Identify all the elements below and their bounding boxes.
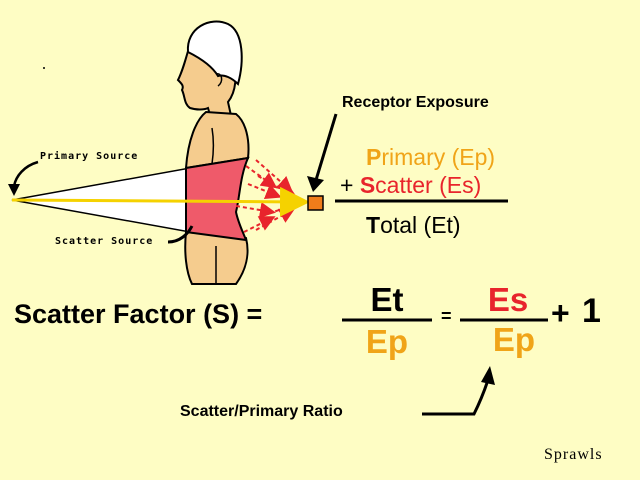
ear: [215, 73, 223, 87]
scatter-source-pointer: [167, 225, 194, 244]
primary-term-initial: P: [366, 144, 382, 170]
scatter-rays: [235, 159, 300, 233]
total-term: Total (Et): [366, 212, 461, 238]
fraction-2-denominator: Ep: [492, 321, 536, 358]
scatter-term: + Scatter (Es): [340, 172, 481, 198]
hair: [186, 20, 243, 86]
scatter-term-plus: +: [340, 172, 360, 198]
scatter-term-rest: catter (Es): [375, 172, 482, 198]
scatter-factor-lhs: Scatter Factor (S) =: [14, 299, 263, 329]
arm: [211, 127, 215, 165]
scatter-term-initial: S: [359, 172, 376, 198]
primary-term: Primary (Ep): [366, 144, 495, 170]
irradiated-body-section: [185, 156, 250, 242]
total-term-initial: T: [366, 212, 381, 238]
fraction-1-numerator: Et: [370, 281, 404, 318]
scatter-primary-ratio-label: Scatter/Primary Ratio: [180, 403, 343, 420]
patient-figure: [176, 20, 250, 285]
receptor: [307, 195, 324, 211]
fraction-1-denominator: Ep: [365, 323, 409, 360]
fraction-2-numerator: Es: [487, 281, 529, 318]
primary-source-label: Primary Source: [40, 151, 139, 162]
speck: [43, 67, 45, 69]
equals-sign: =: [441, 306, 452, 326]
plus-sign: +: [551, 295, 570, 331]
primary-beam-ray: [11, 186, 310, 217]
receptor-pointer: [314, 113, 338, 181]
constant-one: 1: [582, 292, 601, 330]
author-credit: Sprawls: [544, 446, 603, 463]
scatter-source-label: Scatter Source: [55, 236, 154, 247]
total-term-rest: otal (Et): [380, 212, 461, 238]
receptor-exposure-label: Receptor Exposure: [342, 94, 489, 111]
ratio-pointer: [422, 379, 490, 416]
primary-term-rest: rimary (Ep): [381, 144, 496, 170]
primary-source-pointer: [12, 160, 39, 187]
